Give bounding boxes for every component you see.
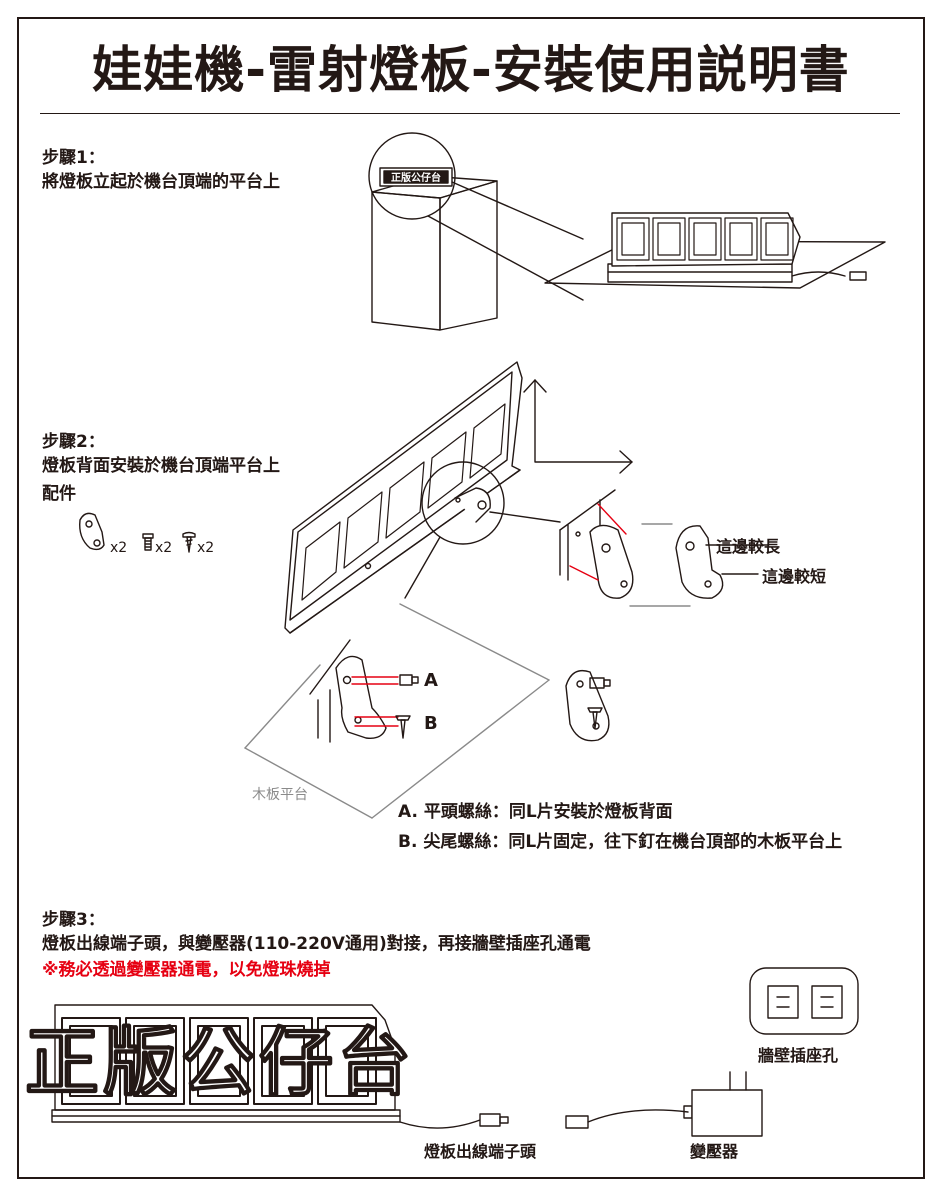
page-title: 娃娃機-雷射燈板-安裝使用説明書 [92,41,850,99]
screw-a-icon [399,674,419,686]
transformer-label: 變壓器 [690,1142,739,1161]
tail-screw-quantity: x2 [197,540,215,556]
bracket-side-icon [675,525,769,599]
large-sign-icon: 正版公仔台 [24,1004,415,1123]
step3-text: 燈板出線端子頭，與變壓器(110-220V通用)對接，再接牆壁插座孔通電 [42,934,591,954]
step2-text: 燈板背面安裝於機台頂端平台上 [42,456,280,476]
flat-screw-quantity: x2 [155,540,173,556]
cable-terminal-label: 燈板出線端子頭 [424,1142,537,1161]
shorter-side-label: 這邊較短 [762,567,827,586]
screw-b-icon [395,715,411,739]
claw-machine-cabinet-icon: 正版公仔台 [368,132,498,331]
step2-heading: 步驟2： [42,432,105,452]
wood-platform-label: 木板平台 [252,787,308,803]
step1-text: 將燈板立起於機台頂端的平台上 [42,172,280,192]
screw-a-label: A [424,670,438,691]
sign-on-platform-icon [544,212,886,289]
svg-text:正版公仔台: 正版公仔台 [391,171,441,184]
bracket-quantity: x2 [110,540,128,556]
cable-terminal-icon [479,1113,509,1127]
wood-platform-icon [244,603,550,819]
tail-screw-icon [182,531,196,553]
svg-text:正版公仔台: 正版公仔台 [25,1020,415,1106]
mounting-detail-icon [309,639,399,743]
step3-heading: 步驟3： [42,910,105,930]
note-tail-screw: B. 尖尾螺絲：同L片固定，往下釘在機台頂部的木板平台上 [398,832,843,852]
title-divider [40,113,900,114]
bracket-detail-icon [559,489,691,607]
wall-socket-label: 牆壁插座孔 [758,1046,839,1065]
bracket-with-screws-icon [565,669,611,742]
note-flat-screw: A. 平頭螺絲：同L片安裝於燈板背面 [398,802,673,822]
transformer-plug-icon [565,1071,763,1137]
step3-warning: ※務必透過變壓器通電，以免燈珠燒掉 [42,960,331,980]
l-bracket-icon [79,512,105,551]
step2-accessories-label: 配件 [42,484,76,504]
step1-heading: 步驟1： [42,148,105,168]
screw-b-label: B [424,713,438,734]
longer-side-label: 這邊較長 [716,537,781,556]
flat-screw-icon [142,533,154,551]
page-border [17,17,925,1179]
tilted-sign-back-icon [284,361,523,634]
wall-socket-icon [749,967,859,1035]
sign-cable-icon [399,1119,481,1129]
